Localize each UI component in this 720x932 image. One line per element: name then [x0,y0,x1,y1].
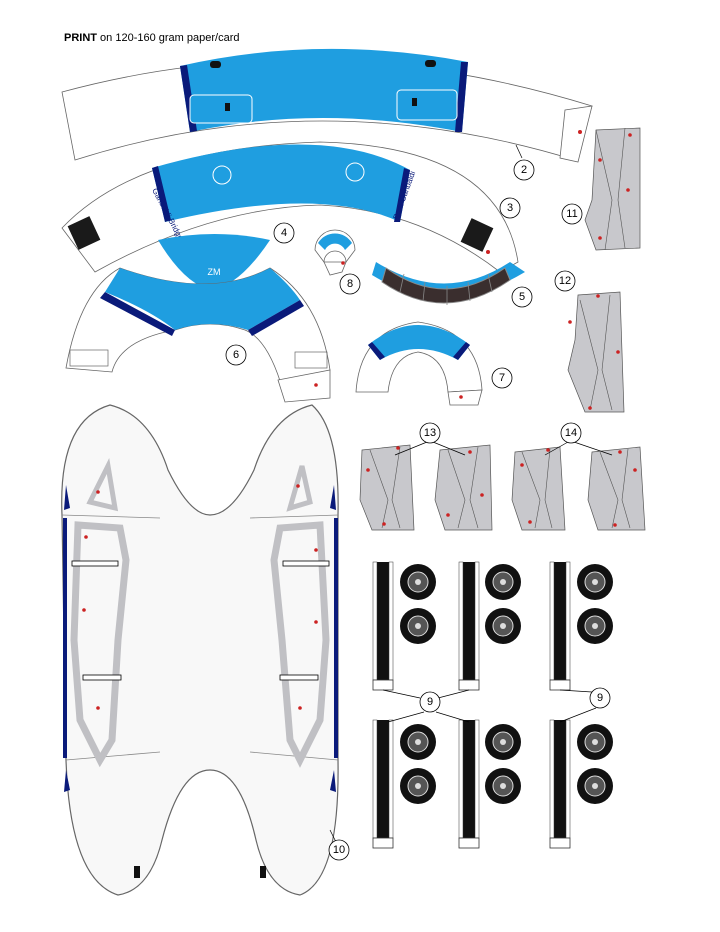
wheel [485,564,521,600]
wheel [577,564,613,600]
part-label-10: 10 [328,829,350,861]
part-14-pylon-right [587,446,646,531]
part-8-small-ring [314,229,356,276]
registration-text: ZM [208,267,221,277]
part-label-8-text: 8 [347,278,353,290]
part-13-pylon-left [359,444,415,531]
part-13-pylon-right [434,444,493,531]
part-label-14-text: 14 [565,427,577,439]
part-label-13-text: 13 [424,427,436,439]
part-label-9: 9 [559,687,611,723]
part-label-12: 12 [554,270,576,292]
part-label-6-text: 6 [233,349,239,361]
part-11-pylon [584,127,641,251]
part-6-arch-piece [65,267,331,403]
part-label-2-text: 2 [521,164,527,176]
part-9-gear-strut [372,561,394,691]
part-label-4-text: 4 [281,227,287,239]
part-3-fuselage-arch: Garibaldi Bridge Pont Garibaldi [61,141,519,273]
part-label-10-text: 10 [333,844,345,856]
part-label-11-text: 11 [566,208,577,220]
part-label-2: 2 [513,144,535,181]
part-label-6: 6 [225,344,247,366]
part-12-pylon [567,291,625,413]
part-9-gear-strut [458,561,480,691]
print-instruction-bold: PRINT [64,32,97,44]
part-label-7: 7 [491,367,513,389]
part-9-wheels [400,564,613,804]
wheel [577,608,613,644]
part-4-nose-piece: ZM [158,234,270,290]
part-label-9-text: 9 [427,696,433,708]
part-label-7-text: 7 [499,372,505,384]
part-9-gear-strut [372,719,394,849]
part-label-9-text: 9 [597,692,603,704]
wheel [485,608,521,644]
part-14-pylon-left [511,446,566,531]
print-instruction-rest: on 120-160 gram paper/card [97,32,240,44]
wheel [485,768,521,804]
part-label-4: 4 [273,222,295,244]
wheel [577,724,613,760]
part-label-8: 8 [339,273,361,295]
part-label-9: 9 [382,689,470,723]
print-instruction: PRINT on 120-160 gram paper/card [64,32,239,44]
part-9-gear-strut [458,719,480,849]
part-label-13: 13 [394,422,466,456]
wheel [400,608,436,644]
part-label-11: 11 [561,203,583,225]
part-5-window-strip [372,262,525,305]
part-label-12-text: 12 [559,275,571,287]
part-2-fuselage-band [61,48,593,163]
wheel [485,724,521,760]
wheel [400,768,436,804]
part-10-wing-panel [61,404,339,896]
part-label-5: 5 [511,286,533,308]
part-label-3: 3 [499,197,521,219]
part-label-5-text: 5 [519,291,525,303]
part-label-3-text: 3 [507,202,513,214]
part-9-gear-strut [549,719,571,849]
part-label-14: 14 [544,422,613,456]
wheel [400,564,436,600]
part-9-gear-strut [549,561,571,691]
wheel [577,768,613,804]
wheel [400,724,436,760]
part-7-arch-piece [355,321,483,406]
